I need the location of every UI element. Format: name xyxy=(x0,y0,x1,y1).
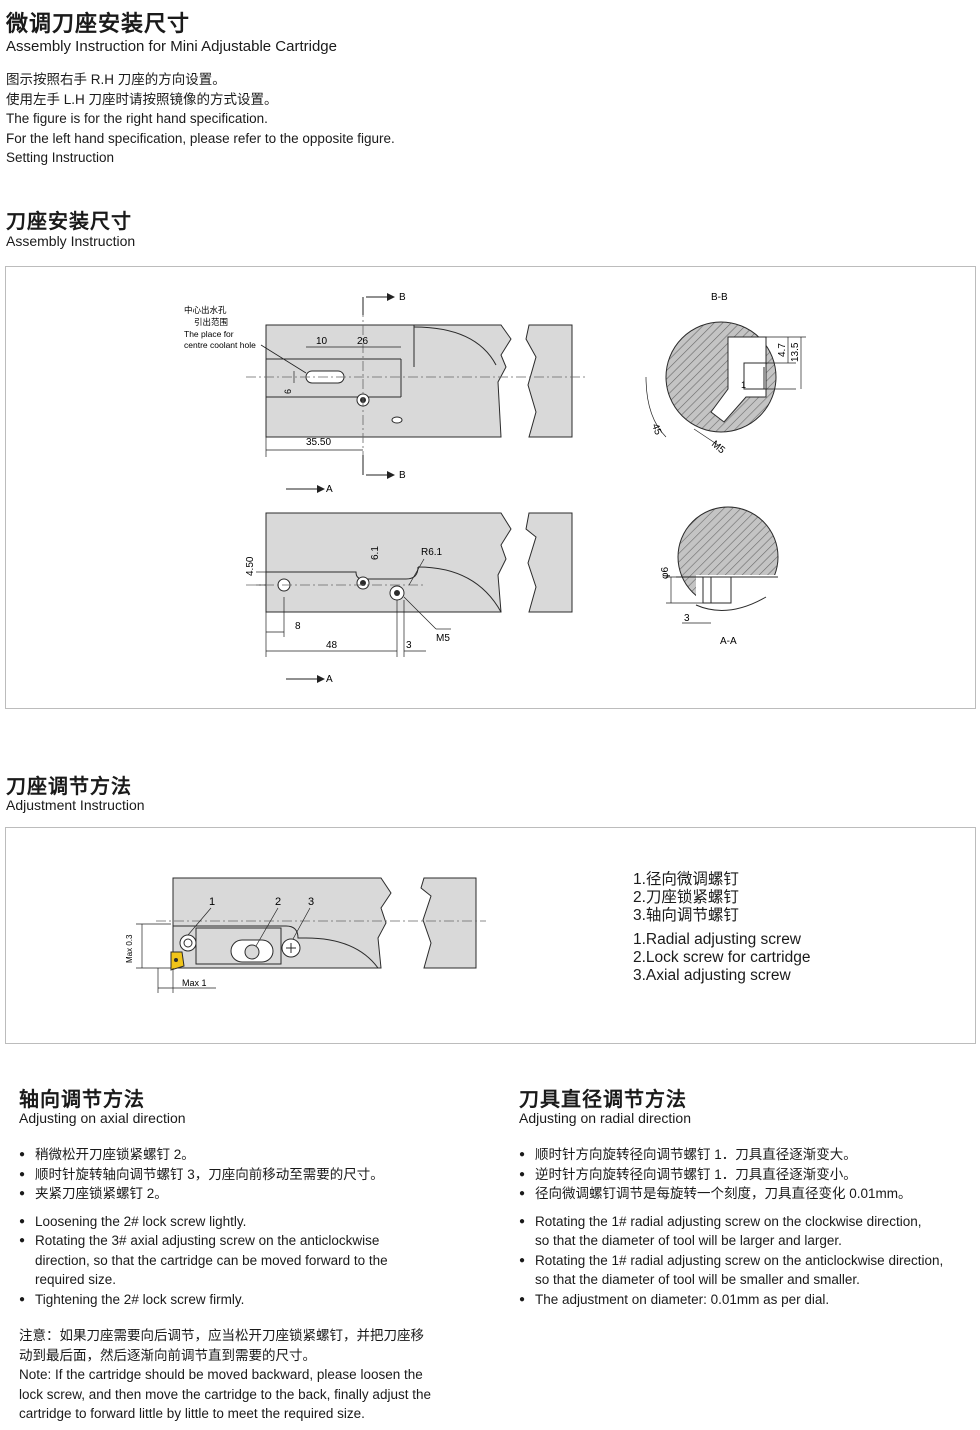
list-item: 夹紧刀座锁紧螺钉 2。 xyxy=(19,1184,469,1204)
list-item: 逆时针方向旋转径向调节螺钉 1．刀具直径逐渐变小。 xyxy=(519,1165,974,1185)
axial-subtitle: Adjusting on axial direction xyxy=(19,1110,186,1126)
section-a-bottom: A xyxy=(326,674,333,685)
dim-m5-top: M5 xyxy=(709,439,727,457)
dim-4-7: 4.7 xyxy=(777,343,788,357)
section-bb-label: B-B xyxy=(711,292,728,303)
side-view-cartridge: A 4.50 6.1 R6.1 8 48 3 xyxy=(245,484,573,685)
list-line: Tightening the 2# lock screw firmly. xyxy=(35,1291,245,1307)
section-bb-view: B-B 4.7 13.5 1 45 M5 xyxy=(645,292,806,457)
coolant-label-en-2: centre coolant hole xyxy=(184,340,256,350)
list-line: Rotating the 3# axial adjusting screw on… xyxy=(35,1233,380,1248)
adjustment-drawing: 1 2 3 Max 0.3 Max 1 xyxy=(125,877,486,993)
dim-35-50: 35.50 xyxy=(306,437,331,448)
adjustment-legend-cn: 1.径向微调螺钉 2.刀座锁紧螺钉 3.轴向调节螺钉 xyxy=(633,871,739,925)
list-line: Rotating the 1# radial adjusting screw o… xyxy=(535,1213,922,1229)
axial-title: 轴向调节方法 xyxy=(19,1087,145,1111)
dim-4-50: 4.50 xyxy=(245,556,256,576)
note-line: cartridge to forward little by little to… xyxy=(19,1406,365,1421)
intro-text: 图示按照右手 R.H 刀座的方向设置。 使用左手 L.H 刀座时请按照镜像的方式… xyxy=(6,70,395,168)
page-title: 微调刀座安装尺寸 xyxy=(6,12,191,37)
note-line: lock screw, and then move the cartridge … xyxy=(19,1386,431,1402)
axial-instructions: 稍微松开刀座锁紧螺钉 2。 顺时针旋转轴向调节螺钉 3，刀座向前移动至需要的尺寸… xyxy=(19,1145,469,1309)
assembly-title: 刀座安装尺寸 xyxy=(6,209,132,233)
list-line: required size. xyxy=(35,1272,117,1287)
list-line: so that the diameter of tool will be lar… xyxy=(535,1233,842,1248)
max-1-label: Max 1 xyxy=(182,978,207,988)
assembly-drawing: B B 中心出水孔 引出范围 The place for centre cool… xyxy=(184,292,806,685)
assembly-drawing-panel: B B 中心出水孔 引出范围 The place for centre cool… xyxy=(5,266,976,709)
top-view-cartridge: B B 中心出水孔 引出范围 The place for centre cool… xyxy=(184,292,586,481)
dim-48: 48 xyxy=(326,640,338,651)
section-b-top: B xyxy=(399,292,406,303)
list-item: Rotating the 1# radial adjusting screw o… xyxy=(519,1251,974,1290)
list-item: The adjustment on diameter: 0.01mm as pe… xyxy=(519,1290,974,1310)
intro-line: The figure is for the right hand specifi… xyxy=(6,111,268,126)
dim-26: 26 xyxy=(357,336,369,347)
section-aa-view: φ6 3 A-A xyxy=(660,506,779,647)
radial-instructions: 顺时针方向旋转径向调节螺钉 1．刀具直径逐渐变大。 逆时针方向旋转径向调节螺钉 … xyxy=(519,1145,974,1309)
list-line: Loosening the 2# lock screw lightly. xyxy=(35,1213,247,1229)
list-line: The adjustment on diameter: 0.01mm as pe… xyxy=(535,1291,830,1307)
intro-line: For the left hand specification, please … xyxy=(6,130,395,146)
dim-m5-bottom: M5 xyxy=(436,633,450,644)
adjustment-subtitle: Adjustment Instruction xyxy=(6,797,145,813)
intro-line: 图示按照右手 R.H 刀座的方向设置。 xyxy=(6,72,226,87)
legend-item: 1.Radial adjusting screw xyxy=(633,931,802,948)
dim-1: 1 xyxy=(741,380,746,390)
list-line: so that the diameter of tool will be sma… xyxy=(535,1272,860,1287)
list-item: Rotating the 3# axial adjusting screw on… xyxy=(19,1231,469,1290)
note-line: Note: If the cartridge should be moved b… xyxy=(19,1367,423,1382)
note-line: 注意：如果刀座需要向后调节，应当松开刀座锁紧螺钉，并把刀座移 xyxy=(19,1328,424,1343)
callout-1: 1 xyxy=(209,896,215,908)
dim-3-aa: 3 xyxy=(684,613,690,624)
dim-13-5: 13.5 xyxy=(790,342,801,362)
list-item: 径向微调螺钉调节是每旋转一个刻度，刀具直径变化 0.01mm。 xyxy=(519,1184,974,1204)
radial-title: 刀具直径调节方法 xyxy=(519,1087,687,1111)
coolant-label-cn-1: 中心出水孔 xyxy=(184,305,227,315)
dim-r6-1: R6.1 xyxy=(421,547,443,558)
legend-item: 1.径向微调螺钉 xyxy=(633,871,739,888)
assembly-subtitle: Assembly Instruction xyxy=(6,233,136,249)
dim-6-top: 6 xyxy=(283,389,293,394)
legend-item: 3.Axial adjusting screw xyxy=(633,967,791,984)
list-item: 顺时针方向旋转径向调节螺钉 1．刀具直径逐渐变大。 xyxy=(519,1145,974,1165)
dim-8: 8 xyxy=(295,621,301,632)
max-0-3-label: Max 0.3 xyxy=(125,934,134,963)
section-a-top: A xyxy=(326,484,333,495)
legend-item: 3.轴向调节螺钉 xyxy=(633,907,739,924)
dim-45: 45 xyxy=(649,422,663,437)
callout-2: 2 xyxy=(275,896,281,908)
callout-3: 3 xyxy=(308,896,314,908)
page-subtitle: Assembly Instruction for Mini Adjustable… xyxy=(6,38,337,55)
dim-3-bottom: 3 xyxy=(406,640,412,651)
intro-line: Setting Instruction xyxy=(6,150,115,165)
adjustment-title: 刀座调节方法 xyxy=(6,774,132,798)
adjustment-legend-en: 1.Radial adjusting screw 2.Lock screw fo… xyxy=(633,931,810,985)
dim-10: 10 xyxy=(316,336,328,347)
legend-item: 2.刀座锁紧螺钉 xyxy=(633,889,739,906)
coolant-label-cn-2: 引出范围 xyxy=(194,317,228,327)
list-item: Loosening the 2# lock screw lightly. xyxy=(19,1212,469,1232)
list-item: 稍微松开刀座锁紧螺钉 2。 xyxy=(19,1145,469,1165)
intro-line: 使用左手 L.H 刀座时请按照镜像的方式设置。 xyxy=(6,91,278,107)
legend-item: 2.Lock screw for cartridge xyxy=(633,949,811,966)
list-line: Rotating the 1# radial adjusting screw o… xyxy=(535,1252,944,1268)
adjustment-drawing-panel: 1 2 3 Max 0.3 Max 1 1.径向微调螺钉 2.刀座锁紧螺钉 3.… xyxy=(5,827,976,1044)
list-item: Tightening the 2# lock screw firmly. xyxy=(19,1290,469,1310)
list-line: direction, so that the cartridge can be … xyxy=(35,1252,388,1268)
radial-subtitle: Adjusting on radial direction xyxy=(519,1110,691,1126)
section-aa-label: A-A xyxy=(720,636,737,647)
dim-6-1: 6.1 xyxy=(370,546,381,560)
note-line: 动到最后面，然后逐渐向前调节直到需要的尺寸。 xyxy=(19,1347,316,1363)
coolant-label-en-1: The place for xyxy=(184,329,234,339)
axial-note: 注意：如果刀座需要向后调节，应当松开刀座锁紧螺钉，并把刀座移 动到最后面，然后逐… xyxy=(19,1326,431,1424)
section-b-bottom: B xyxy=(399,470,406,481)
list-item: Rotating the 1# radial adjusting screw o… xyxy=(519,1212,974,1251)
dim-phi6: φ6 xyxy=(660,567,671,579)
list-item: 顺时针旋转轴向调节螺钉 3，刀座向前移动至需要的尺寸。 xyxy=(19,1165,469,1185)
